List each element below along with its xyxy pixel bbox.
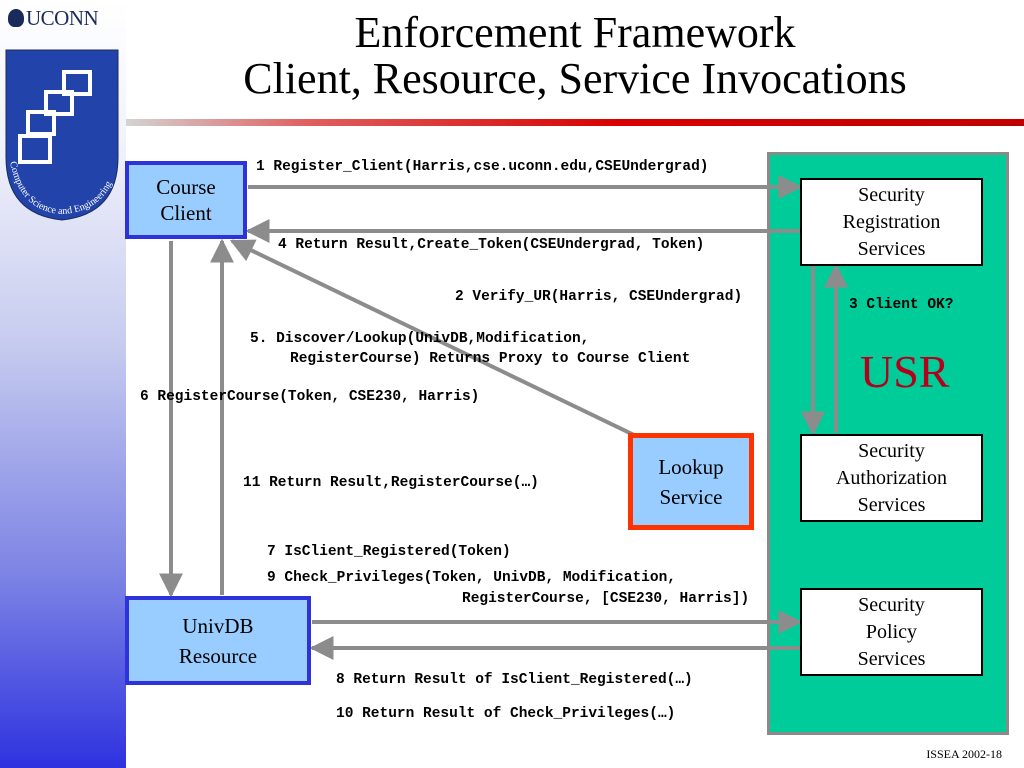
slide-footer: ISSEA 2002-18 — [926, 747, 1002, 761]
sidebar-gradient: UCONN Computer Science and Engineering — [0, 0, 126, 768]
msg-3-label: 3 Client OK? — [849, 297, 954, 313]
uconn-logo-text: UCONN — [26, 6, 99, 30]
title-rule — [126, 119, 1024, 126]
msg-10-label: 10 Return Result of Check_Privileges(…) — [336, 706, 676, 722]
msg-8-label: 8 Return Result of IsClient_Registered(…… — [336, 672, 693, 688]
course-client-node: Course Client — [125, 161, 247, 239]
title-line-2: Client, Resource, Service Invocations — [243, 54, 907, 103]
univdb-resource-node: UnivDB Resource — [125, 596, 311, 685]
msg-4-label: 4 Return Result,Create_Token(CSEUndergra… — [278, 237, 705, 253]
security-policy-node: Security Policy Services — [800, 588, 983, 676]
slide-title: Enforcement Framework Client, Resource, … — [126, 10, 1024, 102]
security-registration-node: Security Registration Services — [800, 178, 983, 266]
security-authorization-node: Security Authorization Services — [800, 434, 983, 522]
msg-6-label: 6 RegisterCourse(Token, CSE230, Harris) — [140, 389, 480, 405]
security-registration-label: Security Registration Services — [842, 183, 941, 260]
msg-5-label-line1: 5. Discover/Lookup(UnivDB,Modification, — [250, 331, 590, 347]
msg-5-label-line2: RegisterCourse) Returns Proxy to Course … — [290, 351, 691, 367]
security-authorization-label: Security Authorization Services — [835, 439, 948, 516]
uconn-logo: UCONN — [8, 6, 99, 31]
title-line-1: Enforcement Framework — [354, 8, 796, 57]
msg-1-label: 1 Register_Client(Harris,cse.uconn.edu,C… — [256, 159, 709, 175]
oak-leaf-icon — [8, 9, 24, 27]
msg-9-label-line2: RegisterCourse, [CSE230, Harris]) — [462, 591, 750, 607]
cse-department-logo: Computer Science and Engineering — [5, 49, 119, 221]
course-client-label: Course Client — [156, 175, 216, 225]
msg-7-label: 7 IsClient_Registered(Token) — [267, 544, 511, 560]
security-policy-label: Security Policy Services — [857, 593, 926, 670]
msg-9-label-line1: 9 Check_Privileges(Token, UnivDB, Modifi… — [267, 570, 676, 586]
msg-2-label: 2 Verify_UR(Harris, CSEUndergrad) — [455, 289, 743, 305]
arrow-5-discover-lookup — [229, 239, 637, 438]
univdb-resource-label: UnivDB Resource — [178, 613, 258, 668]
msg-11-label: 11 Return Result,RegisterCourse(…) — [243, 475, 539, 491]
lookup-service-label: Lookup Service — [658, 454, 724, 509]
lookup-service-node: Lookup Service — [628, 433, 754, 530]
usr-label: USR — [860, 346, 950, 397]
